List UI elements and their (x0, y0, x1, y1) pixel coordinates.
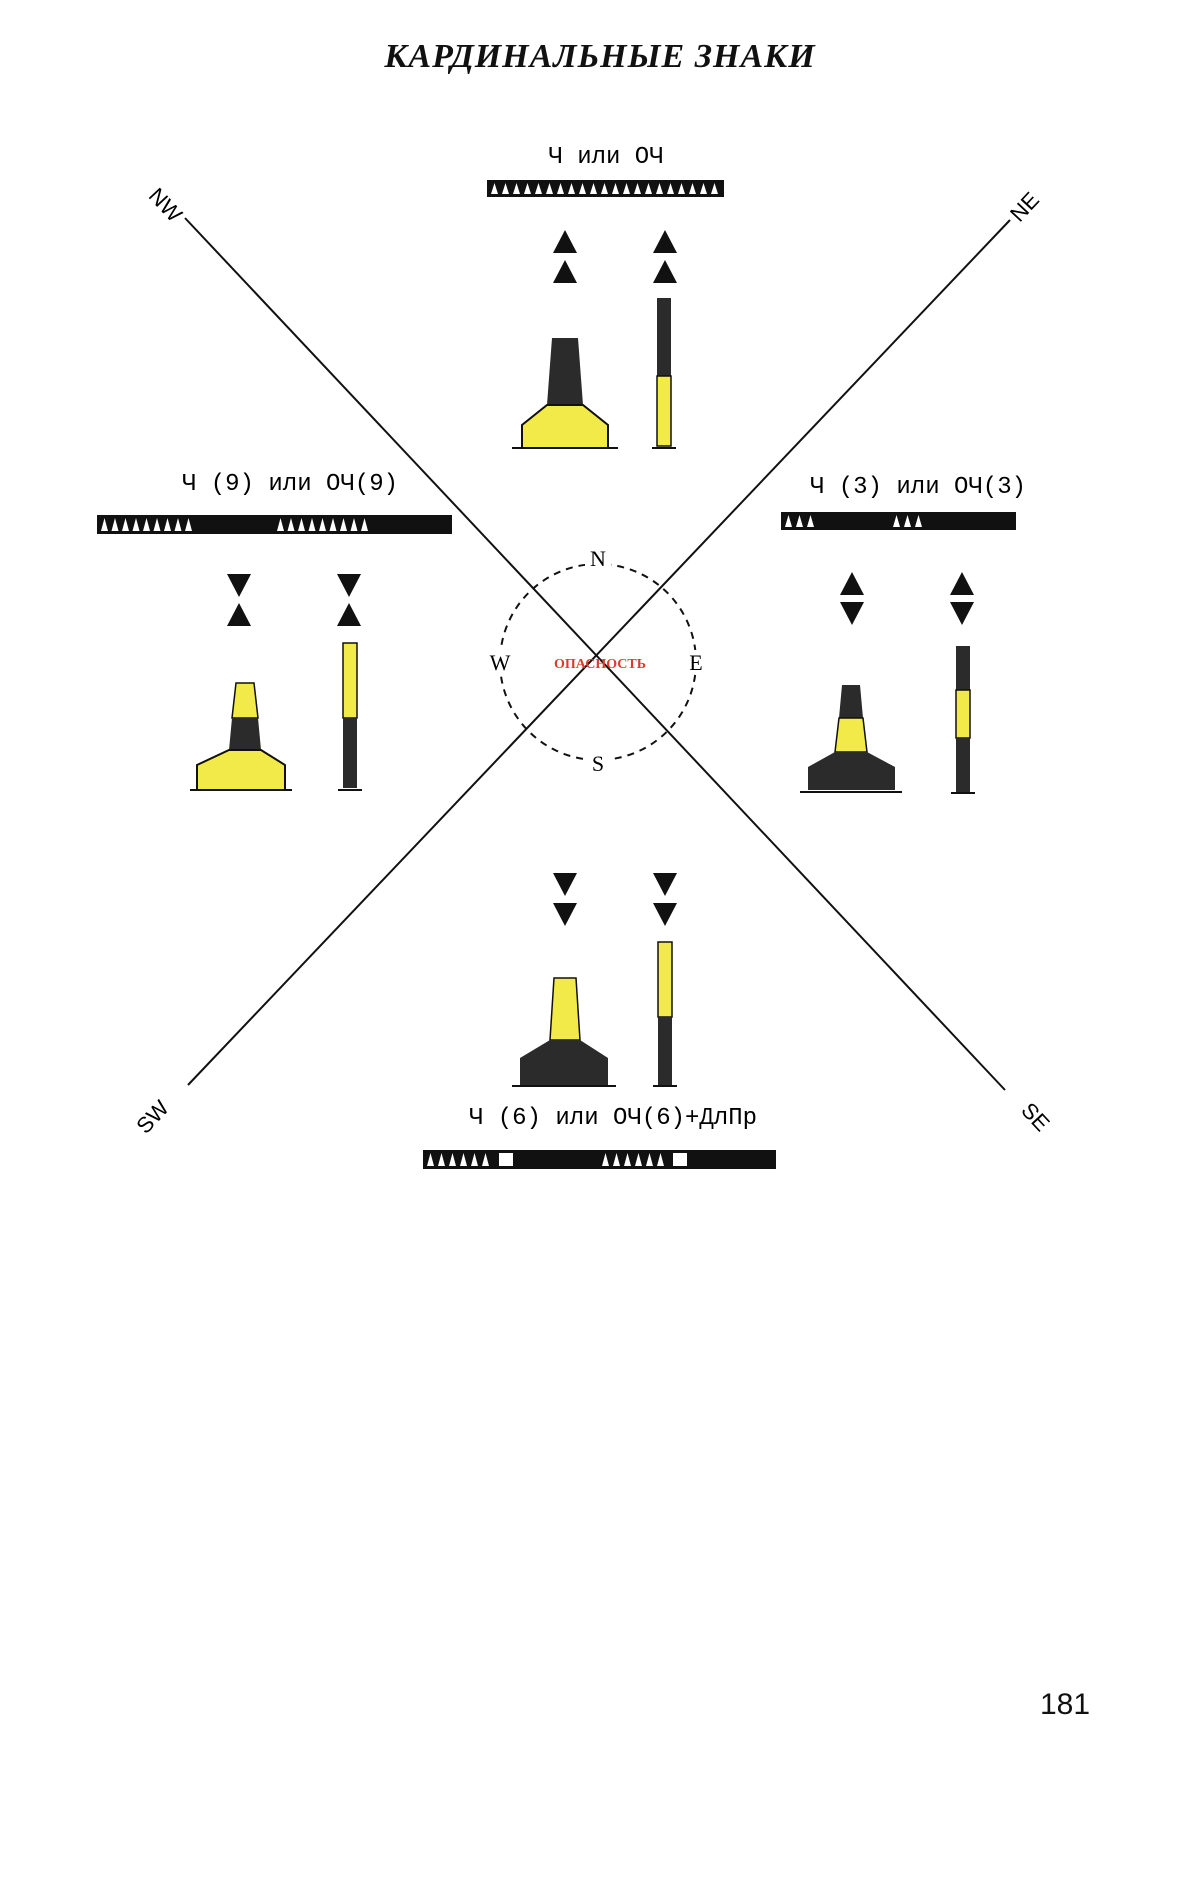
flash-pip (502, 183, 509, 194)
west-mark: Ч (9) или ОЧ(9) (97, 471, 452, 791)
flash-pip (579, 183, 586, 194)
flash-pip (329, 518, 337, 531)
flash-pip (601, 183, 608, 194)
north-conical-buoy-icon (512, 338, 618, 449)
flash-pip (111, 518, 119, 531)
south-conical-buoy-icon (512, 977, 616, 1087)
west-topmark-icon (227, 574, 361, 626)
north-topmark-icon (553, 230, 677, 283)
east-conical-buoy-icon (800, 685, 902, 793)
flash-pip (164, 518, 171, 531)
west-light-rhythm (97, 515, 452, 534)
flash-pip (678, 183, 685, 194)
east-topmark-icon (840, 572, 974, 625)
flash-pip (513, 183, 520, 194)
flash-pip (298, 518, 305, 531)
flash-pip (700, 183, 707, 194)
south-light-label: Ч (6) или ОЧ(6)+ДлПр (469, 1105, 757, 1132)
flash-pip (101, 518, 108, 531)
south-topmark-icon (553, 873, 677, 926)
direction-se: SE (1016, 1098, 1054, 1137)
flash-pip (645, 183, 652, 194)
flash-pip (807, 515, 814, 527)
east-light-label: Ч (3) или ОЧ(3) (810, 474, 1026, 501)
compass-w: W (490, 650, 511, 675)
east-spar-buoy-icon (951, 646, 975, 794)
flash-pip (308, 518, 316, 531)
flash-pip (785, 515, 792, 527)
long-flash (499, 1153, 513, 1166)
flash-pip (602, 1153, 609, 1166)
flash-pip (153, 518, 161, 531)
ne-sw-line (187, 219, 1011, 1086)
compass-e: E (689, 650, 702, 675)
flash-pip (796, 515, 803, 527)
flash-pip (915, 515, 922, 527)
page-title: КАРДИНАЛЬНЫЕ ЗНАКИ (384, 38, 816, 75)
flash-pip (557, 183, 564, 194)
flash-pip (904, 515, 911, 527)
nw-se-line (184, 217, 1006, 1091)
flash-pip (535, 183, 542, 194)
flash-pip (350, 518, 358, 531)
west-spar-buoy-icon (338, 642, 362, 791)
flash-pip (460, 1153, 467, 1166)
flash-pip (634, 183, 641, 194)
flash-pip (491, 183, 498, 194)
flash-pip (646, 1153, 653, 1166)
flash-pip (893, 515, 900, 527)
compass-s: S (592, 751, 604, 776)
flash-pip (613, 1153, 620, 1166)
east-light-rhythm (781, 512, 1016, 530)
flash-pip (277, 518, 284, 531)
flash-pip (624, 1153, 631, 1166)
direction-ne: NE (1005, 187, 1044, 226)
west-light-label: Ч (9) или ОЧ(9) (182, 471, 398, 498)
flash-pip (449, 1153, 456, 1166)
flash-pip (612, 183, 619, 194)
flash-pip (482, 1153, 489, 1166)
flash-pip (546, 183, 553, 194)
long-flash (673, 1153, 687, 1166)
flash-pip (185, 518, 192, 531)
flash-pip (656, 183, 663, 194)
south-mark: Ч (6) или ОЧ(6)+ДлПр (423, 873, 776, 1169)
flash-pip (568, 183, 575, 194)
danger-label: ОПАСНОСТЬ (554, 657, 646, 672)
flash-pip (132, 518, 140, 531)
flash-pip (319, 518, 326, 531)
south-spar-buoy-icon (653, 941, 677, 1087)
flash-pip (122, 518, 129, 531)
flash-pip (711, 183, 718, 194)
north-mark: Ч или ОЧ (487, 144, 724, 449)
flash-pip (427, 1153, 434, 1166)
north-spar-buoy-icon (652, 298, 676, 449)
flash-pip (143, 518, 150, 531)
north-light-label: Ч или ОЧ (548, 144, 663, 171)
flash-pip (635, 1153, 642, 1166)
north-light-rhythm (487, 180, 724, 197)
flash-pip (287, 518, 295, 531)
flash-pip (689, 183, 696, 194)
flash-pip (623, 183, 630, 194)
direction-sw: SW (131, 1095, 174, 1138)
flash-pip (471, 1153, 478, 1166)
west-conical-buoy-icon (190, 682, 292, 791)
east-mark: Ч (3) или ОЧ(3) (781, 474, 1026, 794)
south-light-rhythm (423, 1150, 776, 1169)
compass-n: N (590, 546, 606, 571)
flash-pip (174, 518, 182, 531)
flash-pip (657, 1153, 664, 1166)
page-number: 181 (1040, 1688, 1091, 1721)
flash-pip (361, 518, 368, 531)
flash-pip (590, 183, 597, 194)
flash-pip (524, 183, 531, 194)
flash-pip (667, 183, 674, 194)
flash-pip (438, 1153, 445, 1166)
direction-nw: NW (144, 183, 187, 227)
flash-pip (340, 518, 347, 531)
